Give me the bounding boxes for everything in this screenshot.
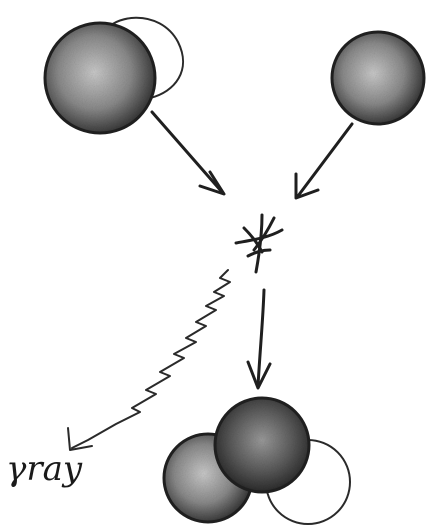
collision-star-icon [236,215,282,272]
outgoing-product-arrow [248,290,270,388]
product-nucleus [164,398,350,524]
gamma-ray-label: γray [6,449,83,489]
top-right-particle [332,32,424,124]
top-left-particle [45,18,183,133]
left-incoming-arrow [152,112,224,194]
gamma-ray-wavy-arrow [68,270,230,450]
right-incoming-arrow [296,124,352,198]
